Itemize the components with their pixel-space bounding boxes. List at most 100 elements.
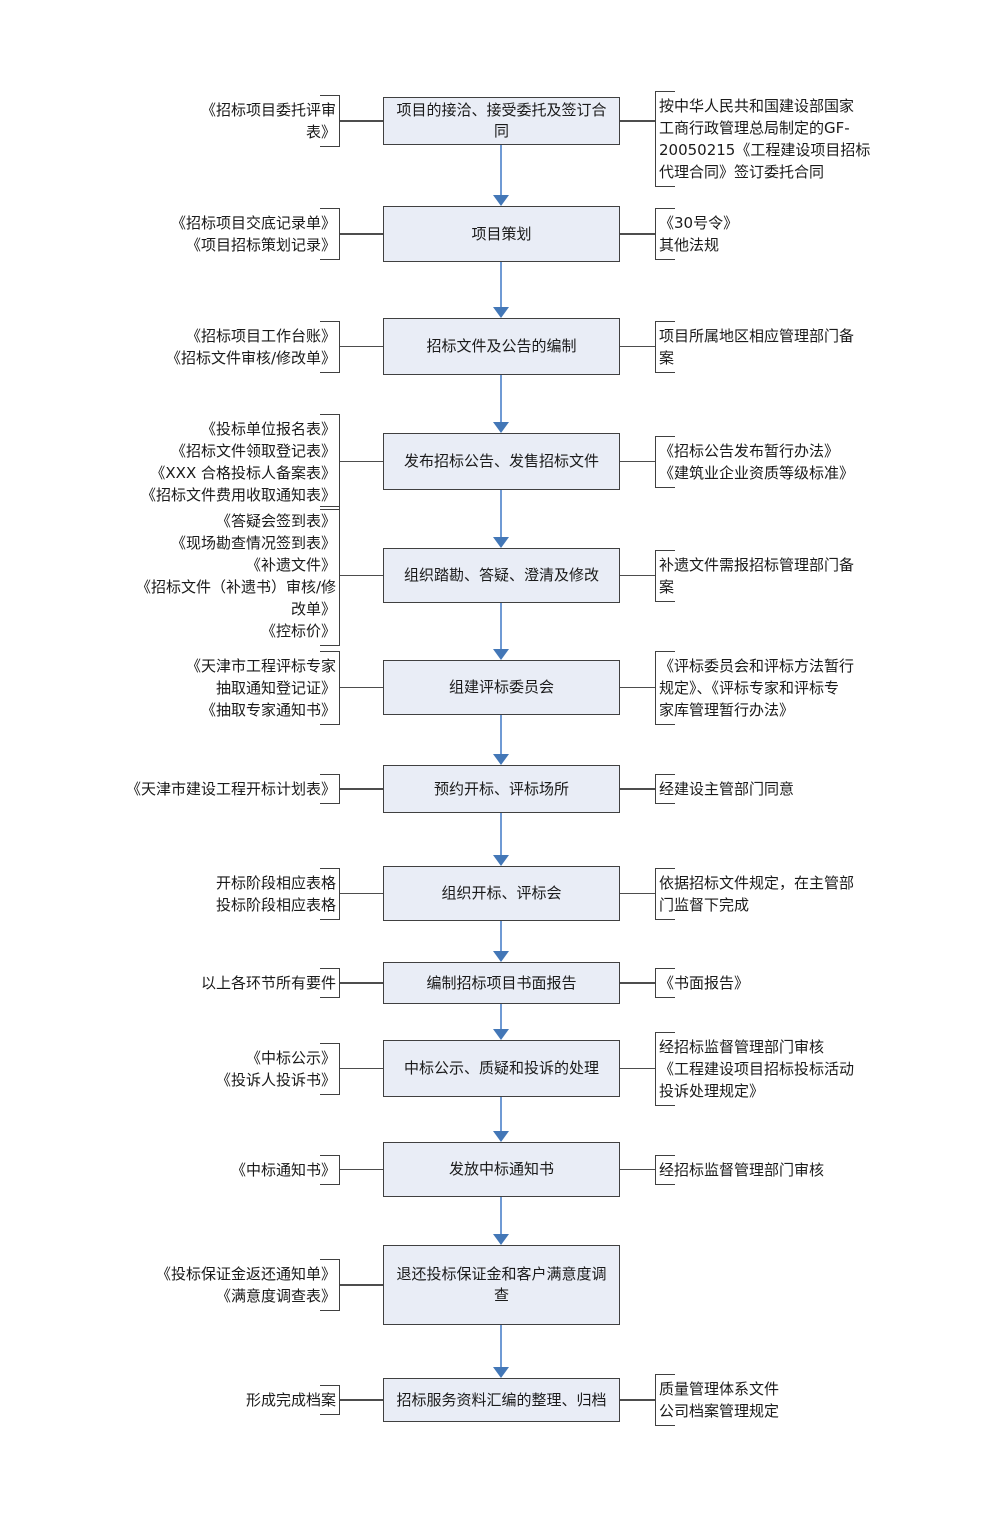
flow-step-label: 发布招标公告、发售招标文件 [403, 452, 599, 470]
right-bracket-icon [320, 208, 340, 260]
left-annotation-text: 《天津市工程评标专家 抽取通知登记证》 《抽取专家通知书》 [185, 656, 336, 719]
right-annotation-text: 依据招标文件规定，在主管部 门监督下完成 [659, 873, 855, 914]
flow-step-label: 发放中标通知书 [448, 1160, 554, 1178]
right-annotation-text: 《30号令》 其他法规 [659, 214, 739, 254]
down-arrow-icon-7 [493, 813, 509, 866]
arrow-head [493, 1367, 509, 1378]
arrow-shaft [500, 813, 502, 856]
right-annotation: 经建设主管部门同意 [655, 774, 794, 804]
right-bracket-icon [320, 413, 340, 510]
right-connector-line [620, 1399, 655, 1401]
right-bracket-icon [320, 968, 340, 998]
right-annotation-text: 《评标委员会和评标方法暂行 规定》、《评标专家和评标专 家库管理暂行办法》 [659, 656, 855, 719]
down-arrow-icon-12 [493, 1325, 509, 1378]
right-annotation-text: 经招标监督管理部门审核 《工程建设项目招标投标活动 投诉处理规定》 [659, 1037, 855, 1100]
down-arrow-icon-11 [493, 1197, 509, 1245]
down-arrow-icon-6 [493, 715, 509, 765]
right-bracket-icon [320, 1259, 340, 1311]
arrow-head [493, 195, 509, 206]
left-annotation: 《天津市建设工程开标计划表》 [126, 774, 340, 804]
right-annotation: 《招标公告发布暂行办法》 《建筑业企业资质等级标准》 [655, 435, 855, 488]
right-connector-line [620, 460, 655, 462]
right-annotation: 经招标监督管理部门审核 [655, 1154, 825, 1185]
arrow-shaft [500, 1004, 502, 1030]
right-connector-line [620, 1067, 655, 1069]
arrow-shaft [500, 1325, 502, 1368]
flow-step-5-box: 组织踏勘、答疑、澄清及修改 [383, 548, 620, 603]
left-bracket-icon [655, 549, 675, 602]
left-bracket-icon [655, 1154, 675, 1185]
left-bracket-icon [655, 968, 675, 998]
left-annotation: 《中标通知书》 [230, 1154, 340, 1185]
left-annotation-text: 《招标项目委托评审 表》 [200, 101, 336, 141]
arrow-head [493, 422, 509, 433]
right-annotation-text: 《招标公告发布暂行办法》 《建筑业企业资质等级标准》 [659, 441, 855, 482]
arrow-shaft [500, 921, 502, 952]
right-annotation-text: 经招标监督管理部门审核 [659, 1160, 825, 1179]
left-bracket-icon [655, 208, 675, 260]
left-annotation-text: 《中标通知书》 [230, 1160, 336, 1179]
right-annotation: 《30号令》 其他法规 [655, 208, 738, 260]
arrow-shaft [500, 1197, 502, 1235]
arrow-shaft [500, 375, 502, 423]
left-bracket-icon [655, 320, 675, 373]
right-bracket-icon [320, 650, 340, 725]
right-connector-line [620, 892, 655, 894]
right-annotation-text: 项目所属地区相应管理部门备 案 [659, 326, 855, 367]
flow-step-label: 项目的接洽、接受委托及签订合 同 [396, 101, 607, 140]
arrow-shaft [500, 715, 502, 755]
down-arrow-icon-5 [493, 603, 509, 660]
right-connector-line [620, 788, 655, 790]
arrow-shaft [500, 1097, 502, 1132]
left-connector-line [340, 120, 383, 122]
left-annotation-text: 《投标单位报名表》 《招标文件领取登记表》 《XXX 合格投标人备案表》 《招标… [140, 419, 336, 504]
arrow-head [493, 307, 509, 318]
flow-step-4-box: 发布招标公告、发售招标文件 [383, 433, 620, 490]
left-connector-line [340, 1399, 383, 1401]
arrow-head [493, 855, 509, 866]
left-connector-line [340, 574, 383, 576]
left-connector-line [340, 686, 383, 688]
left-bracket-icon [655, 91, 675, 187]
flow-step-6-box: 组建评标委员会 [383, 660, 620, 715]
left-annotation-text: 《招标项目工作台账》 《招标文件审核/修改单》 [165, 326, 336, 367]
right-annotation-text: 经建设主管部门同意 [659, 780, 795, 798]
left-connector-line [340, 892, 383, 894]
left-connector-line [340, 345, 383, 347]
flow-step-9-box: 编制招标项目书面报告 [383, 962, 620, 1004]
arrow-head [493, 951, 509, 962]
flow-step-8-box: 组织开标、评标会 [383, 866, 620, 921]
flow-step-10-box: 中标公示、质疑和投诉的处理 [383, 1040, 620, 1097]
right-annotation: 《评标委员会和评标方法暂行 规定》、《评标专家和评标专 家库管理暂行办法》 [655, 650, 855, 725]
left-connector-line [340, 982, 383, 984]
down-arrow-icon-3 [493, 375, 509, 433]
right-annotation: 按中华人民共和国建设部国家 工商行政管理总局制定的GF- 20050215《工程… [655, 91, 870, 187]
right-annotation-text: 补遗文件需报招标管理部门备 案 [659, 555, 855, 596]
right-connector-line [620, 1168, 655, 1170]
left-connector-line [340, 1284, 383, 1286]
down-arrow-icon-9 [493, 1004, 509, 1040]
left-annotation: 《投标保证金返还通知单》 《满意度调查表》 [156, 1259, 340, 1311]
left-annotation: 《天津市工程评标专家 抽取通知登记证》 《抽取专家通知书》 [185, 650, 340, 725]
right-bracket-icon [320, 95, 340, 147]
arrow-head [493, 649, 509, 660]
flow-step-7-box: 预约开标、评标场所 [383, 765, 620, 813]
flow-step-label: 组织踏勘、答疑、澄清及修改 [403, 566, 599, 584]
left-annotation-text: 《招标项目交底记录单》 《项目招标策划记录》 [170, 214, 336, 254]
right-connector-line [620, 982, 655, 984]
flow-step-label: 组建评标委员会 [448, 678, 554, 696]
left-annotation: 《中标公示》 《投诉人投诉书》 [216, 1042, 340, 1095]
left-annotation: 《招标项目交底记录单》 《项目招标策划记录》 [171, 208, 340, 260]
arrow-shaft [500, 262, 502, 308]
right-connector-line [620, 345, 655, 347]
arrow-head [493, 537, 509, 548]
flow-step-13-box: 招标服务资料汇编的整理、归档 [383, 1378, 620, 1422]
left-connector-line [340, 233, 383, 235]
left-bracket-icon [655, 435, 675, 488]
arrow-shaft [500, 145, 502, 196]
right-annotation-text: 按中华人民共和国建设部国家 工商行政管理总局制定的GF- 20050215《工程… [659, 97, 871, 181]
left-connector-line [340, 1067, 383, 1069]
right-bracket-icon [320, 1385, 340, 1415]
right-bracket-icon [320, 1042, 340, 1095]
